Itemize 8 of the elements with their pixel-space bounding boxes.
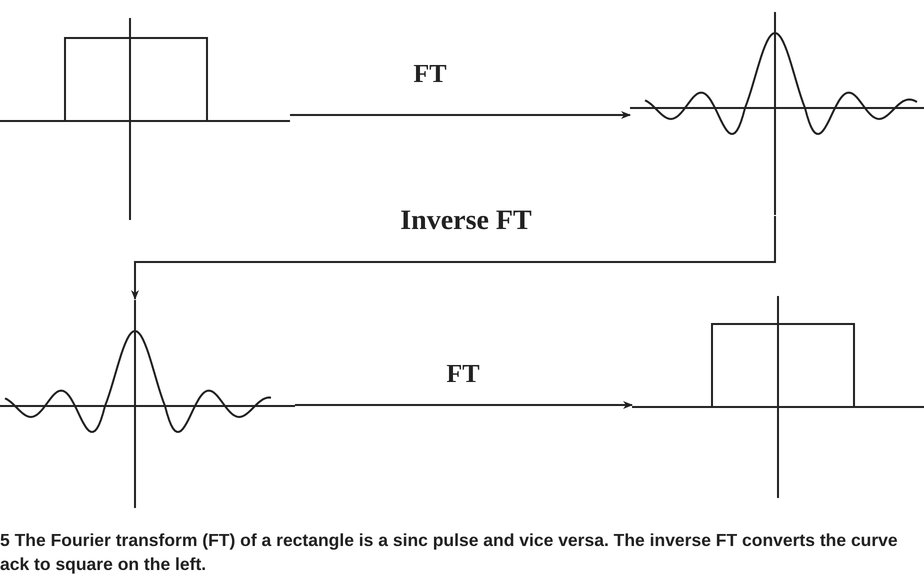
- figure-caption: 5 The Fourier transform (FT) of a rectangle is a sinc pulse and vice versa. The inverse FT converts the curve ack to square on the left.: [0, 529, 899, 576]
- sinc-pulse-plot: [630, 11, 924, 216]
- rectangle-pulse-plot: [0, 17, 290, 221]
- arrow: [131, 216, 776, 300]
- sinc-pulse-plot: [0, 299, 295, 509]
- rectangle-pulse-plot: [632, 295, 924, 499]
- arrow: [295, 401, 633, 409]
- arrow: [290, 111, 631, 119]
